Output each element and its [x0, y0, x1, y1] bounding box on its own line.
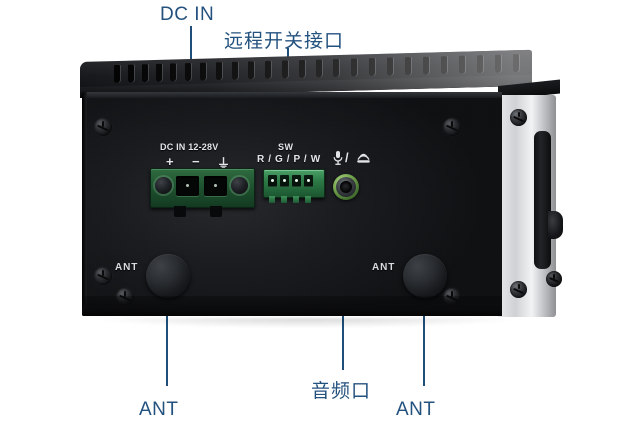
heatsink-fin [216, 62, 222, 81]
bracket-slot [534, 131, 551, 269]
bracket-screw [546, 271, 562, 287]
sw-terminal-leg [293, 196, 299, 203]
leader-line-ant-right [423, 254, 425, 386]
dc-terminal-dot [214, 184, 217, 187]
chassis-left-edge [82, 92, 87, 316]
chassis-front-panel: DC IN 12-28V + − ⏚ SW R / G / P / W / [82, 92, 502, 316]
chassis-screw-top-left [94, 118, 112, 136]
dc-terminal-foot [174, 206, 186, 217]
dc-terminal-screw[interactable] [155, 177, 172, 194]
callout-label-ant-right: ANT [396, 399, 436, 420]
heatsink-fin [459, 55, 465, 74]
heatsink-fin [477, 55, 483, 74]
dc-terminal-screw[interactable] [231, 177, 248, 194]
dc-terminal-foot [210, 206, 222, 217]
heatsink-fin [265, 60, 271, 79]
sw-pin-w[interactable] [304, 175, 313, 187]
dc-terminal-hole[interactable] [204, 176, 227, 196]
remote-switch-header[interactable] [263, 169, 325, 198]
sw-pin-r[interactable] [268, 175, 277, 187]
heatsink-fin [495, 54, 501, 73]
chassis-screw-mid-left [94, 267, 112, 285]
chassis-bottom-edge [82, 296, 502, 316]
legend-audio-separator: / [345, 150, 349, 165]
dc-terminal-dot [186, 184, 189, 187]
leader-line-ant-left [166, 254, 168, 386]
headphone-icon [356, 150, 371, 165]
sw-pin-g[interactable] [280, 175, 289, 187]
heatsink-fin [387, 57, 393, 76]
heatsink-fin [369, 58, 375, 77]
callout-label-dc-in: DC IN [160, 4, 215, 25]
sw-terminal-leg [269, 196, 275, 203]
heatsink-fin [200, 62, 206, 81]
legend-ant-left: ANT [115, 262, 139, 273]
heatsink-fin [248, 61, 254, 80]
heatsink-fin [156, 63, 162, 82]
side-mounting-bracket [498, 95, 563, 317]
legend-dc-minus: − [192, 154, 200, 169]
sw-pin-p[interactable] [292, 175, 301, 187]
heatsink-fin [282, 60, 288, 79]
heatsink-fin [351, 58, 357, 77]
bracket-knob [548, 211, 563, 239]
sw-terminal-leg [281, 196, 287, 203]
chassis-top-edge [82, 92, 502, 98]
bracket-screw [510, 109, 527, 126]
heatsink-fin [114, 64, 120, 84]
heatsink-fin [423, 56, 429, 75]
dc-in-terminal-block[interactable] [150, 168, 255, 208]
device-drop-shadow [96, 318, 516, 328]
heatsink-fin [299, 59, 305, 79]
heatsink-fin [405, 57, 411, 76]
callout-label-audio-port: 音频口 [311, 381, 372, 402]
chassis-screw-top-right [443, 118, 461, 136]
embedded-computer-device: DC IN 12-28V + − ⏚ SW R / G / P / W / [80, 49, 563, 320]
legend-sw-pinout: R / G / P / W [257, 154, 321, 165]
heatsink-fin [513, 54, 519, 73]
heatsink-fin [333, 58, 339, 78]
heatsink-fin [185, 62, 191, 82]
mic-icon [332, 150, 344, 166]
dc-terminal-hole[interactable] [176, 176, 199, 196]
legend-dc-ground: ⏚ [217, 156, 231, 171]
heatsink-fin [142, 64, 148, 83]
sw-terminal-leg [305, 196, 311, 203]
callout-label-remote-switch: 远程开关接口 [224, 31, 345, 52]
heatsink-fin [232, 61, 238, 80]
audio-jack-hole [340, 181, 352, 193]
legend-sw-title: SW [278, 142, 294, 152]
antenna-cap-right[interactable] [403, 254, 447, 298]
legend-ant-right: ANT [372, 262, 396, 273]
bracket-screw [510, 281, 527, 298]
audio-jack[interactable] [333, 174, 359, 200]
heatsink-fin [170, 63, 176, 82]
heatsink-fin-row [80, 49, 532, 98]
heatsink-fin [128, 64, 134, 83]
antenna-cap-left[interactable] [146, 254, 190, 298]
callout-label-ant-left: ANT [139, 399, 179, 420]
legend-dc-plus: + [166, 154, 174, 169]
legend-dc-in-rating: DC IN 12-28V [160, 142, 219, 152]
heatsink-fin [441, 56, 447, 75]
heatsink-fin [316, 59, 322, 78]
